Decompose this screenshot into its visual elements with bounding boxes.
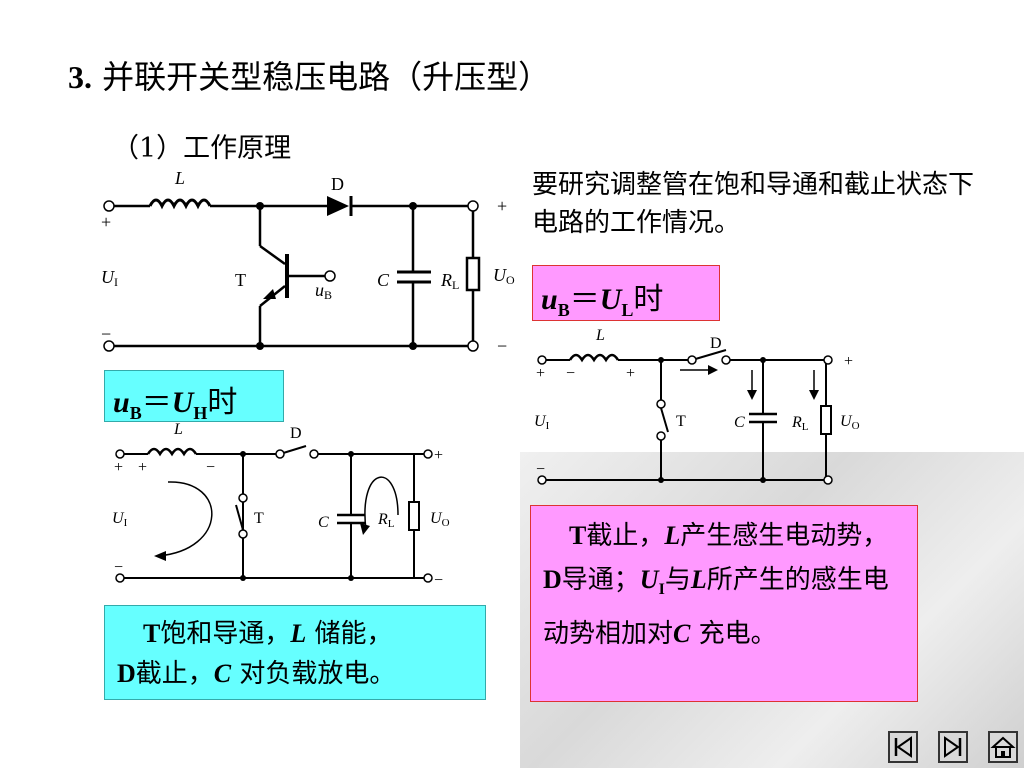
svg-text:UO: UO <box>430 510 450 529</box>
svg-text:UI: UI <box>534 413 550 432</box>
svg-text:UI: UI <box>112 510 128 529</box>
circuit-t-on: L D T C RL UO UI + + − + − − <box>112 421 450 589</box>
svg-text:C: C <box>734 414 745 431</box>
note-t-on: T饱和导通，L 储能， D截止，C 对负载放电。 <box>104 605 486 700</box>
svg-text:−: − <box>566 365 575 382</box>
section-subtitle: （1）工作原理 <box>112 133 292 164</box>
note-t-off: T截止，L产生感生电动势， D导通；UI与L所产生的感生电动势相加对C 充电。 <box>530 505 918 702</box>
svg-text:+: + <box>434 447 443 464</box>
svg-text:+: + <box>626 365 635 382</box>
svg-text:−: − <box>114 559 123 576</box>
svg-text:+: + <box>114 459 123 476</box>
plus-out: + <box>497 196 507 216</box>
label-C: C <box>377 270 390 290</box>
svg-text:L: L <box>595 327 605 344</box>
svg-text:+: + <box>536 365 545 382</box>
svg-text:−: − <box>206 459 215 476</box>
minus-out: − <box>497 336 507 356</box>
page-title: 3. 并联开关型稳压电路（升压型） <box>68 58 551 96</box>
svg-text:+: + <box>844 353 853 370</box>
last-icon <box>944 736 962 758</box>
circuit-t-off: L D T C RL UO UI + − + + − <box>534 327 860 485</box>
svg-text:−: − <box>536 461 545 478</box>
svg-text:L: L <box>173 421 183 438</box>
label-RL: RL <box>440 270 459 292</box>
minus-in: − <box>101 324 111 344</box>
svg-text:D: D <box>290 425 302 442</box>
svg-text:RL: RL <box>791 414 809 433</box>
main-circuit-diagram: L D T C RL UO UI uB + − + − <box>101 168 515 356</box>
label-UO: UO <box>493 265 515 287</box>
label-D: D <box>331 174 344 194</box>
svg-text:UO: UO <box>840 413 860 432</box>
first-slide-button[interactable] <box>888 731 918 763</box>
last-slide-button[interactable] <box>938 731 968 763</box>
svg-text:C: C <box>318 514 329 531</box>
label-T: T <box>235 270 246 290</box>
state-low-label: uB＝UL时 <box>532 265 720 321</box>
svg-text:−: − <box>434 572 443 589</box>
svg-text:RL: RL <box>377 511 395 530</box>
label-uB: uB <box>315 280 332 302</box>
label-L: L <box>174 168 185 188</box>
svg-text:D: D <box>710 335 722 352</box>
home-button[interactable] <box>988 731 1018 763</box>
plus-in: + <box>101 212 111 232</box>
state-high-label: uB＝UH时 <box>104 370 284 423</box>
home-icon <box>990 736 1016 758</box>
description-text: 要研究调整管在饱和导通和截止状态下电路的工作情况。 <box>532 170 975 238</box>
svg-text:T: T <box>254 510 264 527</box>
svg-text:T: T <box>676 413 686 430</box>
svg-text:+: + <box>138 459 147 476</box>
label-UI: UI <box>101 267 118 289</box>
first-icon <box>894 736 912 758</box>
